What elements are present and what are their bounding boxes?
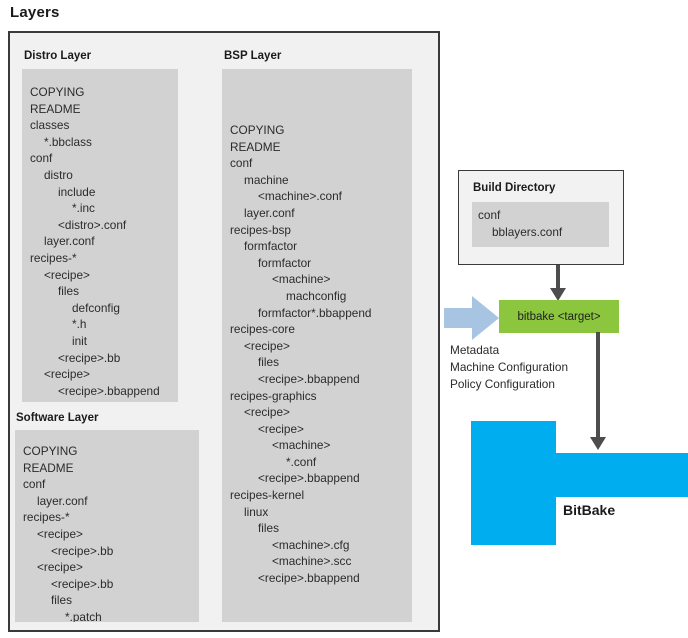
tree-item: linux [244, 504, 269, 519]
page-title: Layers [10, 4, 60, 21]
tree-item: classes [30, 118, 70, 133]
tree-item: <machine>.conf [258, 189, 342, 204]
list-item: Machine Configuration [450, 360, 569, 374]
build-directory-tree: conf bblayers.conf [472, 202, 609, 240]
bitbake-target-label: bitbake <target> [517, 310, 601, 323]
tree-item: recipes-graphics [230, 388, 317, 403]
tree-item: <machine>.scc [272, 554, 352, 569]
tree-item: conf [23, 477, 46, 492]
build-directory-title: Build Directory [473, 182, 556, 194]
tree-item: <recipe>.bb [51, 543, 114, 558]
tree-item: <recipe> [37, 526, 83, 541]
tree-item: formfactor [258, 255, 312, 270]
tree-item: conf [30, 151, 53, 166]
arrow-shaft [596, 332, 600, 438]
tree-item: bblayers.conf [492, 224, 563, 239]
tree-item: layer.conf [44, 234, 95, 249]
tree-item: init [72, 333, 88, 348]
tree-item: recipes-* [30, 250, 77, 265]
tree-item: <recipe> [244, 338, 290, 353]
tree-item: layer.conf [244, 205, 295, 220]
arrow-tail [444, 308, 474, 328]
tree-item: files [58, 284, 79, 299]
tree-item: recipes-core [230, 322, 295, 337]
software-layer-title: Software Layer [16, 412, 99, 424]
bitbake-block-horizontal [556, 453, 688, 497]
tree-item: COPYING [230, 123, 285, 137]
tree-item: files [258, 521, 279, 536]
bitbake-target-box: bitbake <target> [499, 300, 619, 333]
tree-item: layer.conf [37, 493, 88, 508]
build-directory-box: Build Directory conf bblayers.conf [458, 170, 624, 265]
distro-layer-title: Distro Layer [24, 50, 92, 62]
tree-item: README [23, 460, 74, 475]
tree-item: *.conf [286, 454, 317, 469]
tree-item: <recipe> [44, 267, 90, 282]
bsp-layer-title: BSP Layer [224, 50, 282, 62]
bitbake-block-label: BitBake [563, 502, 616, 518]
tree-item: recipes-* [23, 510, 70, 525]
arrow-point [472, 296, 499, 340]
tree-item: README [30, 101, 81, 116]
tree-item: <recipe>.bbappend [258, 571, 360, 586]
tree-item: defconfig [72, 300, 120, 315]
tree-item: conf [478, 208, 501, 222]
tree-item: <recipe> [44, 367, 90, 382]
build-directory-panel: conf bblayers.conf [472, 202, 609, 247]
tree-item: conf [230, 156, 253, 171]
tree-item: include [58, 184, 96, 199]
tree-item: <recipe>.bb [51, 576, 114, 591]
tree-item: files [51, 593, 72, 608]
tree-item: COPYING [30, 85, 85, 99]
tree-item: recipes-kernel [230, 488, 305, 503]
tree-item: <recipe>.bbappend [58, 383, 160, 398]
bitbake-block-vertical [471, 421, 556, 545]
tree-item: machine [244, 172, 289, 187]
tree-item: files [258, 355, 279, 370]
arrow-build-directory-to-bitbake-icon [549, 265, 567, 301]
tree-item: <recipe> [258, 421, 304, 436]
tree-item: <recipe> [244, 405, 290, 420]
tree-item: formfactor*.bbappend [258, 305, 372, 320]
tree-item: *.h [72, 317, 87, 332]
tree-item: README [230, 139, 281, 154]
tree-item: COPYING [23, 444, 78, 458]
tree-item: <machine> [272, 438, 331, 453]
tree-item: *.inc [72, 201, 95, 216]
tree-item: *.bbclass [44, 134, 92, 149]
arrow-head [550, 288, 566, 301]
tree-item: <machine> [272, 272, 331, 287]
tree-item: <distro>.conf [58, 217, 127, 232]
tree-item: machconfig [286, 288, 347, 303]
arrow-head [590, 437, 606, 450]
tree-item: formfactor [244, 239, 298, 254]
tree-item: <machine>.cfg [272, 537, 350, 552]
arrow-bitbake-to-bitbake-block-icon [589, 332, 607, 450]
tree-item: distro [44, 167, 73, 182]
tree-item: <recipe>.bbappend [258, 371, 360, 386]
metadata-input-arrow-icon [444, 296, 499, 340]
list-item: Policy Configuration [450, 377, 555, 391]
tree-item: recipes-bsp [230, 222, 291, 237]
arrow-shaft [556, 265, 560, 289]
tree-item: <recipe>.bbappend [258, 471, 360, 486]
tree-item: <recipe>.bb [58, 350, 121, 365]
list-item: Metadata [450, 343, 500, 357]
tree-item: <recipe> [37, 560, 83, 575]
tree-item: *.patch [65, 609, 102, 622]
